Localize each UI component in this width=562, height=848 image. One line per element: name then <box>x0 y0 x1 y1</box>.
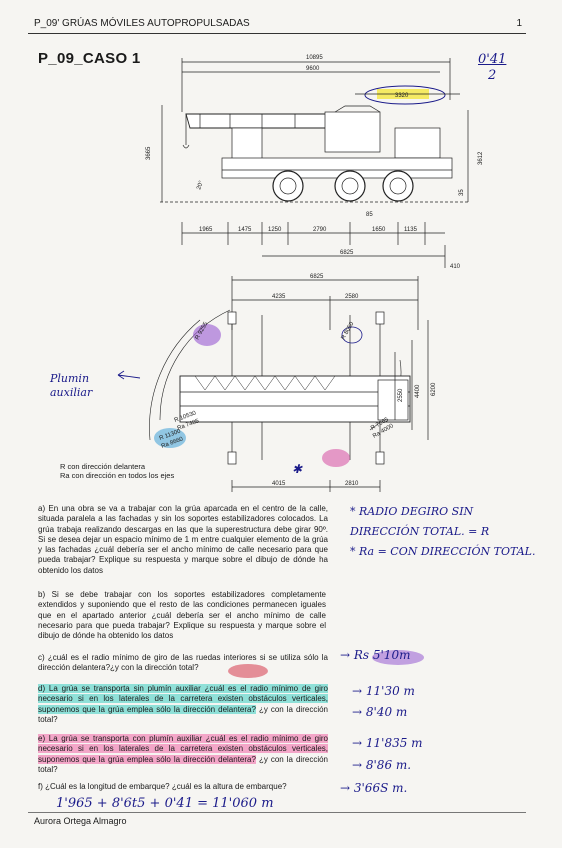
answer-e1: → 11'835 m <box>352 736 423 750</box>
dim-total-length: 10895 <box>306 55 323 61</box>
crane-top-view <box>117 276 429 492</box>
question-d-part2: ¿y con la dirección total? <box>38 704 328 724</box>
caption-line1: R con dirección delantera <box>60 462 146 471</box>
answer-d1: → 11'30 m <box>352 684 415 698</box>
question-d: d) La grúa se transporta sin plumín auxi… <box>38 684 328 725</box>
dim-height-right: 3612 <box>478 151 484 165</box>
handwritten-top-line2: 2 <box>488 68 497 83</box>
page-header: P_09' GRÚAS MÓVILES AUTOPROPULSADAS 1 <box>22 18 522 34</box>
top-dim-left-span: 4235 <box>272 294 286 300</box>
question-e: e) La grúa se transporta con plumín auxi… <box>38 734 328 775</box>
page-number: 1 <box>516 18 522 29</box>
caption-line2: Ra con dirección en todos los ejes <box>60 471 175 480</box>
side-note-line1: * RADIO DEGIRO SIN <box>350 505 474 518</box>
dim-small-right: 35 <box>459 189 465 196</box>
top-dim-h1: 2550 <box>398 388 404 402</box>
question-f: f) ¿Cuál es la longitud de embarque? ¿cu… <box>38 782 287 791</box>
dim-bottom-3: 1250 <box>268 227 282 233</box>
case-title: P_09_CASO 1 <box>38 50 141 67</box>
handwritten-side-notes: * RADIO DEGIRO SIN DIRECCIÓN TOTAL. = R … <box>350 502 555 562</box>
answer-e2: → 8'86 m. <box>352 758 412 772</box>
header-divider <box>28 33 526 34</box>
question-c: c) ¿cuál es el radio mínimo de giro de l… <box>38 653 328 673</box>
footer-author: Aurora Ortega Almagro <box>34 816 127 826</box>
crane-side-view <box>160 58 470 268</box>
dim-bottom-1: 1965 <box>199 227 213 233</box>
top-dim-bottom-right: 2810 <box>345 481 359 487</box>
question-a: a) En una obra se va a trabajar con la g… <box>38 504 328 575</box>
top-r5: R 8050 <box>341 321 356 341</box>
side-note-line3: * Ra = CON DIRECCIÓN TOTAL. <box>350 545 536 558</box>
dim-length-2: 9600 <box>306 66 320 72</box>
top-dim-right-span: 2580 <box>345 294 359 300</box>
top-dim-h3: 6200 <box>431 382 437 396</box>
handwritten-top-line1: 0'41 <box>478 52 507 67</box>
red-marker-blob <box>228 664 268 678</box>
dim-bottom-6: 1135 <box>404 227 418 233</box>
dim-bottom-5: 1650 <box>372 227 386 233</box>
dim-angle: 20° <box>196 180 205 191</box>
answer-c: → Rs 5'10m <box>340 648 411 662</box>
top-dim-h2: 4400 <box>415 384 421 398</box>
question-d-highlighted: d) La grúa se transporta sin plumín auxi… <box>38 684 328 714</box>
side-note-line2: DIRECCIÓN TOTAL. = R <box>350 525 490 538</box>
header-title: P_09' GRÚAS MÓVILES AUTOPROPULSADAS <box>34 18 250 29</box>
dim-overall: 6825 <box>340 250 354 256</box>
footer-divider <box>28 812 526 813</box>
top-dim-bottom-left: 4015 <box>272 481 286 487</box>
dim-410: 410 <box>450 264 461 270</box>
handwritten-plumin-note: Plumin auxiliar <box>50 372 92 400</box>
answer-d2: → 8'40 m <box>352 705 408 719</box>
question-e-part2: ¿y con la dirección total? <box>38 754 328 774</box>
answer-f-calculation: 1'965 + 8'6t5 + 0'41 = 11'060 m <box>56 796 274 811</box>
star-mark: ✱ <box>292 462 303 476</box>
handwritten-top-note: 0'41 2 <box>478 52 506 84</box>
dim-highlight: 3320 <box>395 93 409 99</box>
dim-height-left: 3665 <box>146 146 152 160</box>
diagram-caption: R con dirección delantera Ra con direcci… <box>60 462 174 480</box>
top-dim-total: 6825 <box>310 274 324 280</box>
answer-f: → 3'66S m. <box>340 781 408 795</box>
crane-side-labels: 10895 9600 3320 3665 3612 20° 35 85 1965… <box>146 55 484 270</box>
crane-top-markers <box>154 324 363 467</box>
plumin-line1: Plumin <box>50 372 90 385</box>
dim-bottom-2: 1475 <box>238 227 252 233</box>
purple-marker-blob <box>372 650 424 665</box>
dim-85: 85 <box>366 212 373 218</box>
plumin-line2: auxiliar <box>50 386 93 399</box>
dim-bottom-4: 2790 <box>313 227 327 233</box>
question-b: b) Si se debe trabajar con los soportes … <box>38 590 326 641</box>
